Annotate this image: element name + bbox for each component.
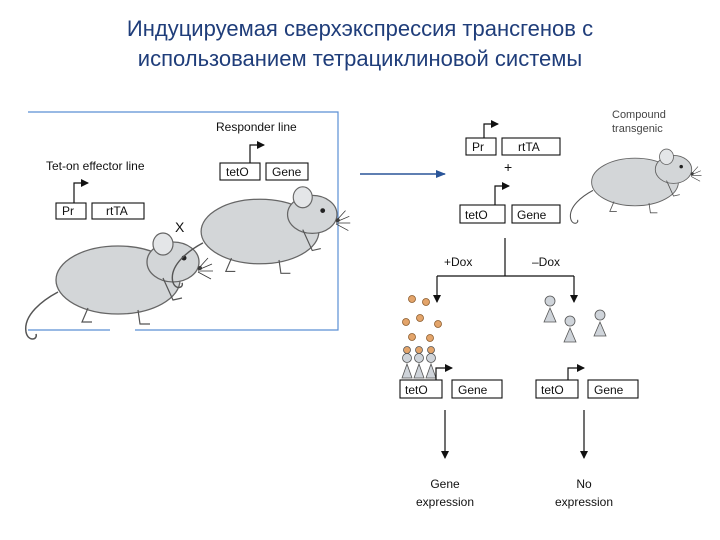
teto-label: tetO	[226, 165, 249, 179]
dox-molecule-icon	[427, 335, 434, 342]
left-teto-label: tetO	[405, 383, 428, 397]
bound-rtta-cluster	[402, 347, 436, 379]
promoter-arrow-icon	[484, 124, 498, 138]
result-gene-expression-2: expression	[416, 495, 474, 509]
pr-label: Pr	[62, 204, 74, 218]
mouse-icon	[26, 233, 213, 339]
compound-transgenic-panel: Compound transgenic Pr rtTA + tetO Gene …	[400, 109, 702, 509]
left-gene-label: Gene	[458, 383, 488, 397]
plus-dox-label: +Dox	[444, 255, 472, 269]
promoter-arrow-icon	[436, 368, 452, 380]
promoter-arrow-icon	[250, 145, 264, 163]
unbound-rtta	[544, 296, 606, 342]
gene-label: Gene	[272, 165, 302, 179]
effector-line-label: Tet-on effector line	[46, 159, 145, 173]
dox-molecules	[403, 296, 442, 342]
dox-molecule-icon	[435, 321, 442, 328]
dox-molecule-icon	[409, 334, 416, 341]
right-teto-label: tetO	[541, 383, 564, 397]
dox-molecule-icon	[423, 299, 430, 306]
gene-label: Gene	[517, 208, 547, 222]
compound-label-1: Compound	[612, 109, 666, 121]
mouse-icon	[570, 149, 701, 223]
effector-construct: Tet-on effector line Pr rtTA	[46, 159, 145, 219]
promoter-arrow-icon	[495, 186, 509, 205]
result-no-expression-2: expression	[555, 495, 613, 509]
promoter-arrow-icon	[74, 183, 88, 203]
crossing-panel: Responder line tetO Gene Tet-on effector…	[26, 112, 351, 339]
compound-label-2: transgenic	[612, 123, 663, 135]
responder-line-label: Responder line	[216, 120, 297, 134]
right-gene-label: Gene	[594, 383, 624, 397]
rtta-label: rtTA	[518, 140, 540, 154]
teto-label: tetO	[465, 208, 488, 222]
promoter-arrow-icon	[568, 368, 584, 380]
minus-dox-label: –Dox	[532, 255, 560, 269]
dox-molecule-icon	[409, 296, 416, 303]
result-no-expression-1: No	[576, 477, 592, 491]
pr-label: Pr	[472, 140, 484, 154]
dox-molecule-icon	[417, 315, 424, 322]
responder-construct: Responder line tetO Gene	[216, 120, 308, 180]
dox-molecule-icon	[403, 319, 410, 326]
rtta-label: rtTA	[106, 204, 128, 218]
cross-symbol: X	[175, 219, 185, 235]
plus-sign: +	[504, 159, 512, 175]
result-gene-expression-1: Gene	[430, 477, 460, 491]
